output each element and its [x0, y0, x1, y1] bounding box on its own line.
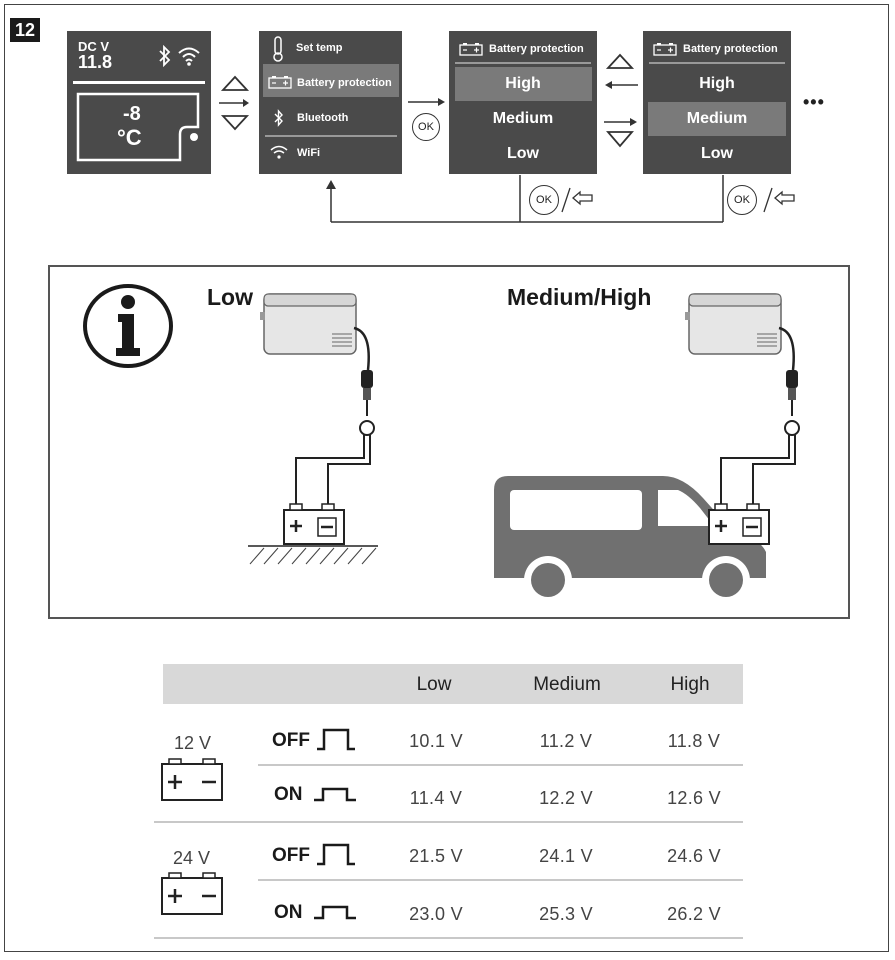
menu-item-bluetooth[interactable]: Bluetooth: [297, 112, 349, 124]
van-illustration: [494, 476, 766, 604]
voltage-label-12v: 12 V: [174, 733, 212, 753]
ok-button[interactable]: OK: [727, 185, 757, 215]
temperature-frame: [76, 92, 200, 162]
row-divider: [258, 879, 743, 881]
menu-screen: Set temp Battery protection Bluetooth Wi…: [259, 31, 402, 174]
selected-option-highlight: [648, 102, 786, 136]
bluetooth-icon: [159, 45, 171, 67]
option-low[interactable]: Low: [507, 145, 539, 162]
divider: [73, 81, 205, 84]
cell-12v-on-high: 12.6 V: [667, 788, 721, 808]
temperature-value: -8: [123, 103, 141, 125]
battery-icon: [268, 76, 292, 89]
table-header: [163, 664, 743, 704]
bluetooth-icon: [274, 109, 283, 127]
menu-item-wifi[interactable]: WiFi: [297, 147, 321, 159]
state-on: ON: [274, 902, 303, 923]
cell-24v-off-low: 21.5 V: [409, 846, 463, 866]
battery-icon: [459, 43, 483, 56]
cooler-battery-ground-illustration: [248, 293, 378, 565]
forward-arrow: [408, 98, 445, 106]
cell-24v-off-medium: 24.1 V: [539, 846, 593, 866]
ok-button[interactable]: OK: [529, 185, 559, 215]
wifi-icon: [270, 145, 288, 159]
nav-arrows-2: [604, 53, 638, 148]
medium-high-label: Medium/High: [507, 284, 652, 310]
menu-item-battery-protection[interactable]: Battery protection: [297, 77, 392, 89]
state-off: OFF: [272, 730, 310, 751]
menu-divider: [265, 135, 397, 137]
title-divider: [649, 62, 785, 64]
more-ellipsis: •••: [803, 92, 825, 112]
cell-24v-off-high: 24.6 V: [667, 846, 721, 866]
cell-24v-on-low: 23.0 V: [409, 904, 463, 924]
figure-frame: [4, 4, 889, 952]
cooler-battery-van-illustration: [685, 293, 800, 545]
option-high[interactable]: High: [699, 75, 735, 92]
col-header-medium: Medium: [533, 674, 601, 695]
cell-12v-off-medium: 11.2 V: [539, 731, 593, 751]
selected-option-highlight: [455, 67, 592, 101]
nav-arrows-1: [219, 75, 250, 131]
cell-24v-on-medium: 25.3 V: [539, 904, 593, 924]
on-pulse-icon: [314, 787, 356, 802]
battery-icon: [161, 872, 223, 915]
title-divider: [455, 62, 591, 64]
battery-icon: [653, 43, 677, 56]
state-off: OFF: [272, 845, 310, 866]
thermometer-icon: [273, 36, 283, 62]
option-high[interactable]: High: [505, 75, 541, 92]
option-medium[interactable]: Medium: [686, 110, 748, 127]
info-icon: [83, 284, 173, 368]
return-flow-lines: [326, 175, 795, 223]
off-pulse-icon: [317, 728, 355, 751]
battery-icon: [161, 758, 223, 801]
cell-12v-off-high: 11.8 V: [667, 731, 721, 751]
option-low[interactable]: Low: [701, 145, 733, 162]
screen-title: Battery protection: [489, 43, 584, 55]
col-header-low: Low: [416, 674, 452, 695]
battery-protection-screen-medium: Battery protection High Medium Low: [643, 31, 791, 174]
option-medium[interactable]: Medium: [492, 110, 554, 127]
voltage-readout: 11.8: [78, 52, 113, 72]
info-panel: [48, 265, 850, 619]
cell-12v-on-low: 11.4 V: [409, 788, 463, 808]
cell-12v-on-medium: 12.2 V: [539, 788, 593, 808]
unit-label: DC V: [78, 39, 110, 54]
figure-number: 12: [10, 18, 40, 42]
screen-title: Battery protection: [683, 43, 778, 55]
ok-button[interactable]: OK: [412, 113, 440, 141]
battery-protection-screen-high: Battery protection High Medium Low: [449, 31, 597, 174]
state-on: ON: [274, 784, 303, 805]
table-bottom-border: [154, 937, 743, 939]
col-header-high: High: [670, 674, 710, 695]
cell-24v-on-high: 26.2 V: [667, 904, 721, 924]
group-divider: [154, 821, 743, 823]
temperature-unit: °C: [117, 125, 142, 150]
wifi-icon: [178, 47, 200, 66]
voltage-label-24v: 24 V: [173, 848, 211, 868]
low-label: Low: [207, 284, 253, 310]
off-pulse-icon: [317, 843, 355, 866]
row-divider: [258, 764, 743, 766]
menu-item-set-temp[interactable]: Set temp: [296, 42, 343, 54]
on-pulse-icon: [314, 905, 356, 920]
cell-12v-off-low: 10.1 V: [409, 731, 463, 751]
home-screen: DC V 11.8 -8 °C: [67, 31, 211, 174]
